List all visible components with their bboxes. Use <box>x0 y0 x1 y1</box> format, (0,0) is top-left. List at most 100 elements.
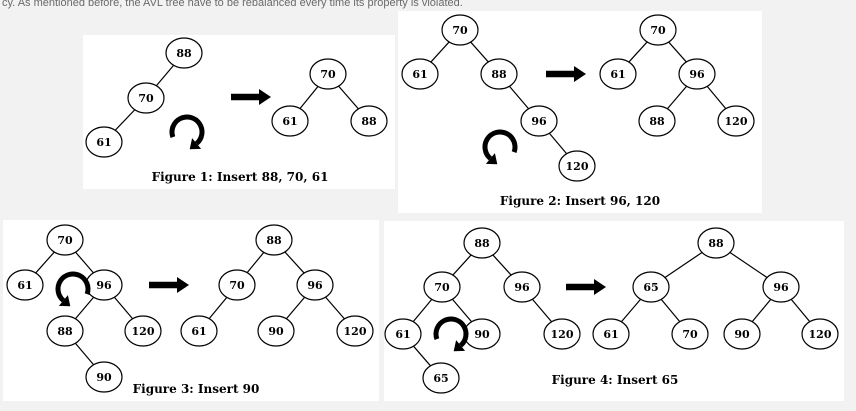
figure-2-before-node-label: 61 <box>412 68 427 81</box>
figure-4-after-edge-a-c <box>729 251 768 279</box>
figure-4-before-edge-a-c <box>492 254 512 276</box>
figure-3-before-node-label: 70 <box>57 234 73 247</box>
figure-2-after-node-d: 88 <box>638 105 676 137</box>
figure-4-before-node-label: 96 <box>514 281 530 294</box>
figure-4-after-node-g: 120 <box>801 318 839 350</box>
figure-4-panel <box>384 221 844 401</box>
figure-4-before-node-b: 70 <box>423 271 461 303</box>
figure-4-after-edge-b-d <box>620 298 642 323</box>
figure-4-after-node-label: 61 <box>603 328 618 341</box>
figure-3-before-node-b: 61 <box>6 269 44 301</box>
figure-2-before-node-label: 88 <box>491 68 507 81</box>
figure-3-before-node-a: 70 <box>46 224 84 256</box>
figure-4-before-edge-b-d <box>412 298 433 323</box>
figure-3-after-edge-c-f <box>325 296 345 320</box>
figure-2-before-node-label: 70 <box>452 24 468 37</box>
figure-4-after-edge-c-f <box>751 298 772 323</box>
figure-3-after-node-e: 90 <box>257 315 295 347</box>
figure-3-after-node-label: 88 <box>266 234 282 247</box>
right-arrow-icon <box>546 66 586 82</box>
figure-1-before-edge-a-b <box>155 64 175 87</box>
figure-3-after-tree: 88 70 96 61 90 120 <box>180 224 374 347</box>
figure-2-after-node-e: 120 <box>717 105 755 137</box>
figure-4-before-node-e: 90 <box>463 318 501 350</box>
figure-4-before-node-d: 61 <box>384 318 422 350</box>
figure-4-before-edge-c-f <box>531 298 553 323</box>
figure-3-after-node-label: 120 <box>344 325 367 338</box>
figure-4-after-tree: 88 65 96 61 70 90 120 <box>592 227 839 350</box>
rotate-counterclockwise-icon <box>482 129 518 165</box>
figure-1-before-edge-b-c <box>114 109 136 131</box>
figure-2-after-edge-a-c <box>668 41 687 63</box>
figure-4-caption: Figure 4: Insert 65 <box>552 373 679 387</box>
figure-3-after-node-f: 120 <box>336 315 374 347</box>
figure-3-after-edge-b-d <box>208 296 228 320</box>
figure-4-after-edge-a-b <box>664 251 703 279</box>
figure-4-after-edge-c-g <box>790 298 811 323</box>
figure-2-before-node-e: 120 <box>558 150 596 182</box>
figure-2-after-node-label: 70 <box>650 24 666 37</box>
figure-2-after-tree: 70 61 96 88 120 <box>599 14 755 137</box>
figure-3-before-node-label: 90 <box>96 371 112 384</box>
figure-1-after-tree: 70 61 88 <box>271 58 388 137</box>
figure-4-after-edge-b-e <box>660 298 681 323</box>
figure-3-after-node-label: 61 <box>191 325 206 338</box>
figure-4-before-node-label: 120 <box>551 328 574 341</box>
figure-2-after-node-label: 120 <box>725 115 748 128</box>
figure-1-after-node-c: 88 <box>350 105 388 137</box>
figure-1-caption: Figure 1: Insert 88, 70, 61 <box>152 170 329 184</box>
figure-3-before-node-d: 88 <box>46 315 84 347</box>
figure-4-after-node-b: 65 <box>632 271 670 303</box>
figure-2-before-node-a: 70 <box>441 14 479 46</box>
figure-3-before-node-label: 120 <box>132 325 155 338</box>
figure-1-before-node-label: 61 <box>96 136 111 149</box>
right-arrow-icon <box>566 279 606 295</box>
figure-3-after-node-c: 96 <box>296 269 334 301</box>
figure-3-before-node-label: 61 <box>17 279 32 292</box>
figure-3-after-node-b: 70 <box>218 269 256 301</box>
rotate-counterclockwise-icon <box>55 271 91 307</box>
figure-3-before-edge-a-b <box>35 251 55 274</box>
figure-4-after-node-label: 70 <box>682 328 698 341</box>
figure-1-after-edge-a-c <box>338 85 359 110</box>
figure-3-after-edge-a-b <box>246 251 265 274</box>
figure-1-after-node-b: 61 <box>271 105 309 137</box>
right-arrow-icon <box>231 89 271 105</box>
figure-4-after-node-d: 61 <box>592 318 630 350</box>
figure-2-before-edge-a-c <box>470 41 489 63</box>
figure-1-panel <box>83 35 395 189</box>
figure-2-after-node-c: 96 <box>678 58 716 90</box>
figure-2-after-node-label: 96 <box>689 68 705 81</box>
figure-3-before-node-f: 90 <box>85 361 123 393</box>
figure-4-after-node-e: 70 <box>671 318 709 350</box>
right-arrow-icon <box>149 277 189 293</box>
figure-4-before-node-c: 96 <box>503 271 541 303</box>
figure-2-before-node-label: 96 <box>531 115 547 128</box>
figure-4-after-node-a: 88 <box>697 227 735 259</box>
figure-1-before-node-c: 61 <box>85 126 123 158</box>
figure-4-before-node-label: 61 <box>395 328 410 341</box>
figure-2-after-node-b: 61 <box>599 58 637 90</box>
figure-3-after-edge-c-e <box>285 296 306 320</box>
figure-2-before-node-b: 61 <box>401 58 439 90</box>
figure-4-before-edge-d-g <box>413 345 431 367</box>
figure-1-after-node-label: 70 <box>320 68 336 81</box>
top-text: cy. As mentioned before, the AVL tree ha… <box>2 0 463 9</box>
figure-4-before-node-label: 65 <box>433 372 448 385</box>
figure-3-after-node-d: 61 <box>180 315 218 347</box>
figure-3-after-node-a: 88 <box>255 224 293 256</box>
figure-4-before-node-label: 70 <box>434 281 450 294</box>
figure-2-after-edge-c-d <box>666 85 688 110</box>
figure-4-before-node-label: 90 <box>474 328 490 341</box>
rotate-clockwise-icon <box>169 114 205 150</box>
figure-4-after-node-label: 120 <box>809 328 832 341</box>
figure-4-after-node-c: 96 <box>762 271 800 303</box>
figure-4-after-node-label: 65 <box>643 281 658 294</box>
figure-4-before-node-g: 65 <box>422 362 460 394</box>
figure-4-after-node-f: 90 <box>723 318 761 350</box>
